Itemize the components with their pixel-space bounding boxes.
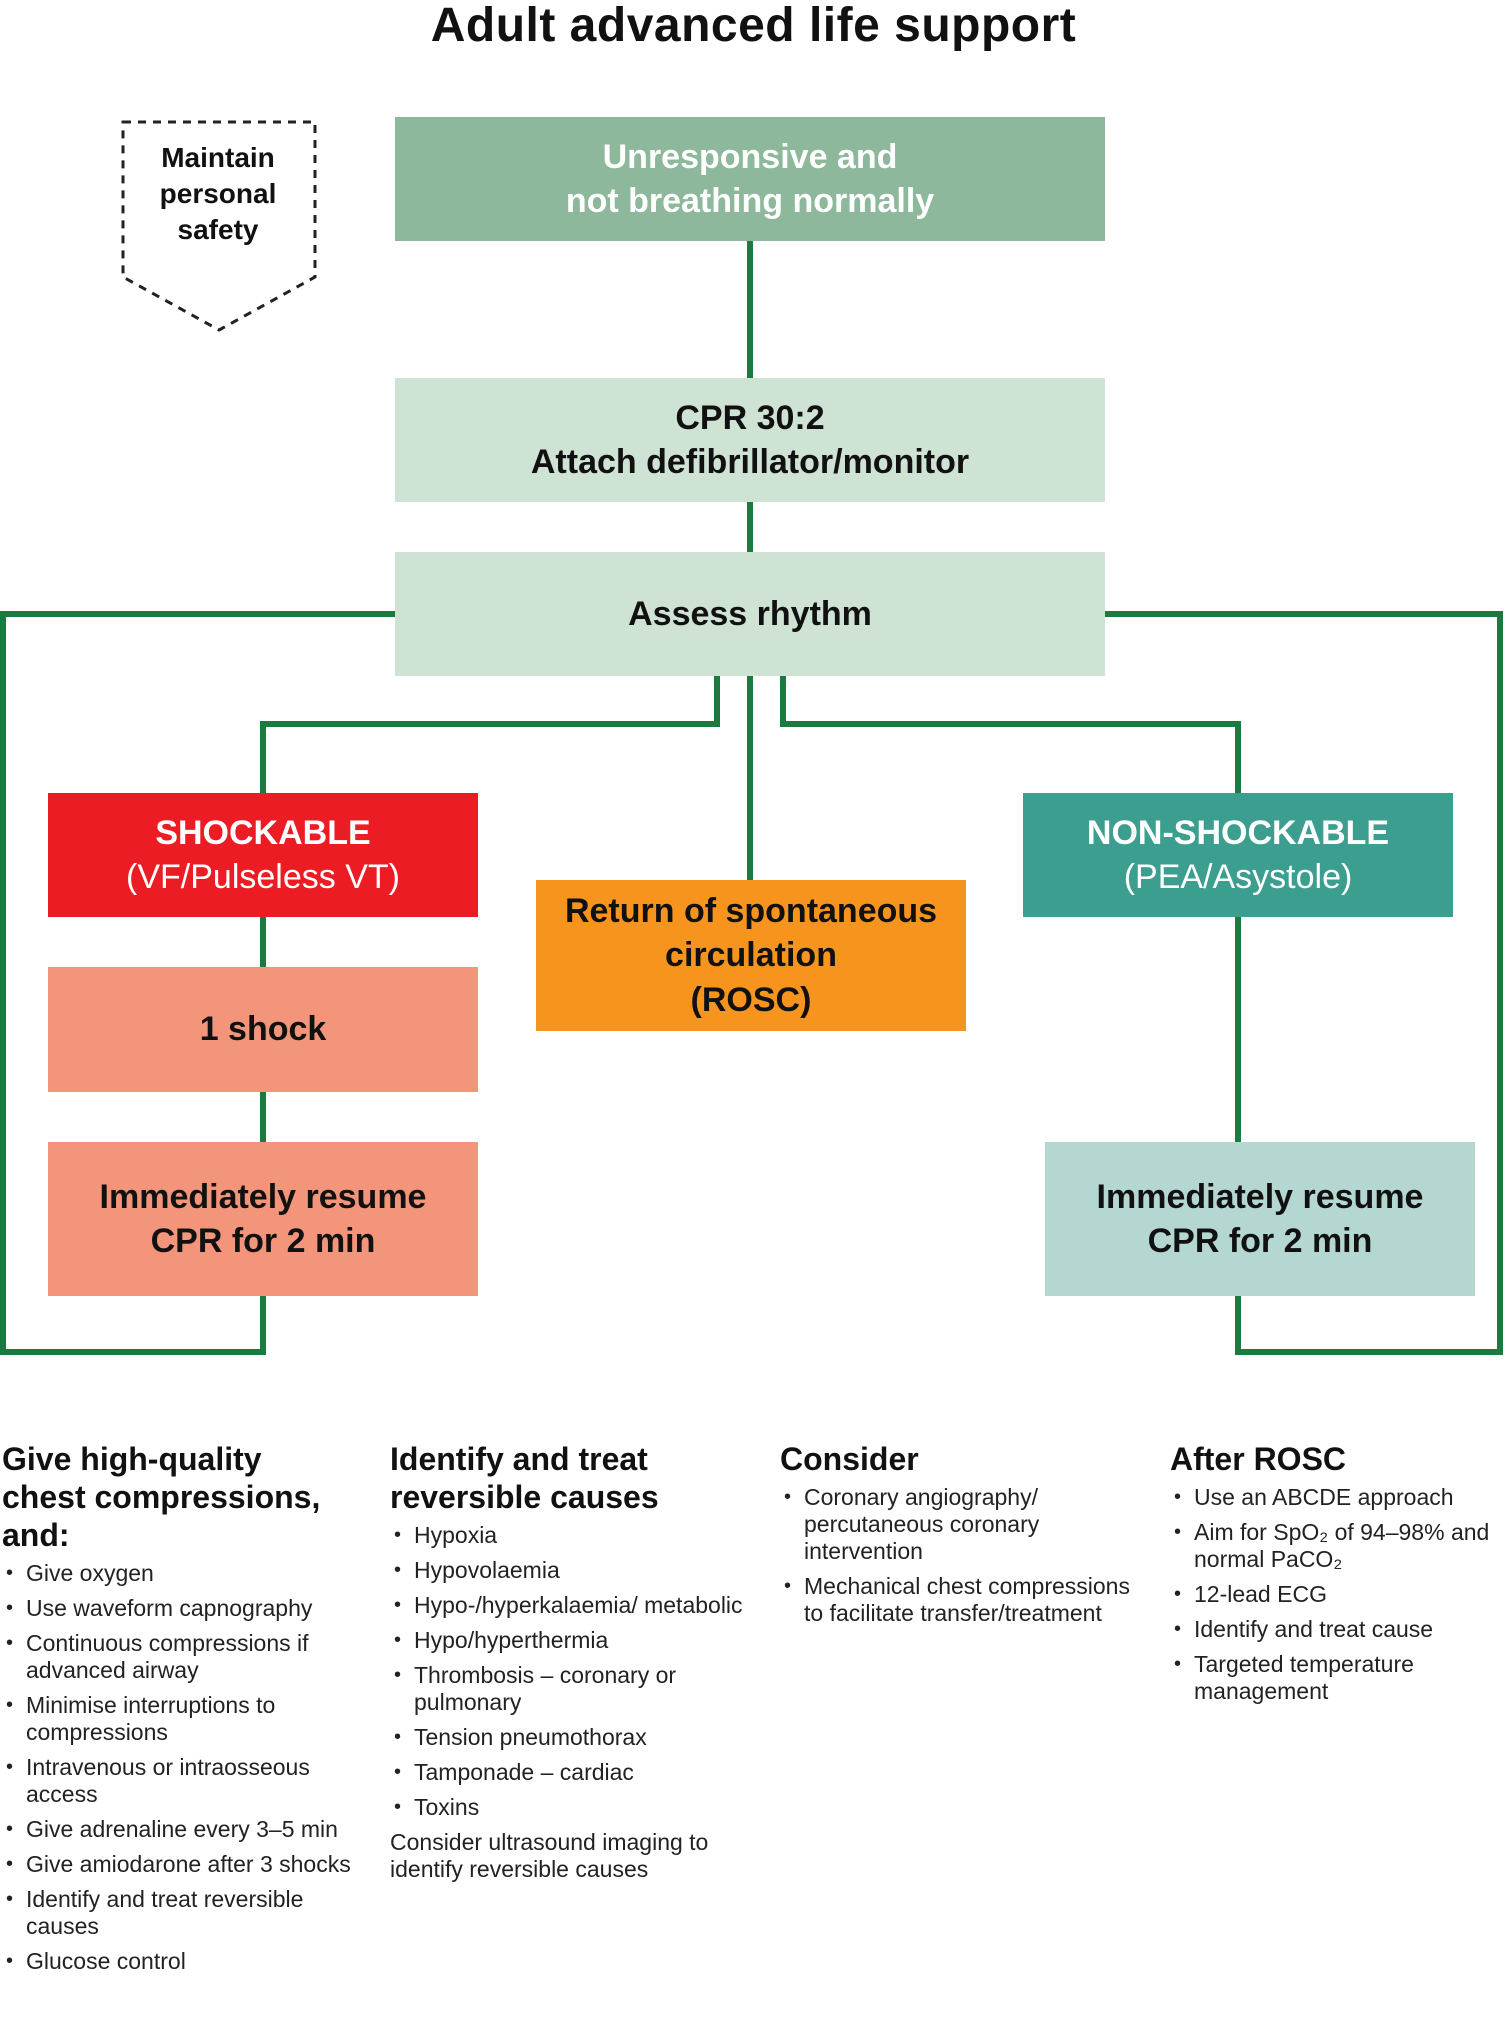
after-rosc-column: After ROSC Use an ABCDE approach Aim for… xyxy=(1170,1440,1507,1713)
rosc-box: Return of spontaneous circulation (ROSC) xyxy=(536,880,966,1031)
maintain-safety-label: Maintain personal safety xyxy=(122,140,314,248)
connector-assess-shockable xyxy=(260,676,720,793)
resume-left-line-2: CPR for 2 min xyxy=(150,1222,376,1260)
list-item: Give adrenaline every 3–5 min xyxy=(2,1816,362,1843)
safety-shape xyxy=(121,120,317,332)
consider-column: Consider Coronary angiography/ percutane… xyxy=(780,1440,1130,1635)
compressions-heading-line-1: Give high-quality xyxy=(2,1441,262,1477)
reversible-causes-column: Identify and treat reversible causes Hyp… xyxy=(390,1440,750,1883)
list-item: Use waveform capnography xyxy=(2,1595,362,1622)
list-item: Intravenous or intraosseous access xyxy=(2,1754,362,1808)
cpr-line-1: CPR 30:2 xyxy=(675,398,825,437)
list-item: Aim for SpO₂ of 94–98% and normal PaCO₂ xyxy=(1170,1519,1507,1573)
compressions-heading-line-3: and: xyxy=(2,1517,70,1553)
consider-heading: Consider xyxy=(780,1441,919,1477)
shockable-box: SHOCKABLE (VF/Pulseless VT) xyxy=(48,793,478,917)
list-item: Identify and treat cause xyxy=(1170,1616,1507,1643)
reversible-causes-heading: Identify and treat reversible causes xyxy=(390,1440,750,1516)
shockable-subtitle: (VF/Pulseless VT) xyxy=(126,858,400,896)
list-item: Identify and treat reversible causes xyxy=(2,1886,362,1940)
list-item: Targeted temperature management xyxy=(1170,1651,1507,1705)
reversible-heading-line-1: Identify and treat xyxy=(390,1441,648,1477)
list-item: Give oxygen xyxy=(2,1560,362,1587)
assess-rhythm-box: Assess rhythm xyxy=(395,552,1105,676)
unresponsive-line-2: not breathing normally xyxy=(565,182,935,220)
list-item: Give amiodarone after 3 shocks xyxy=(2,1851,362,1878)
after-rosc-list: Use an ABCDE approach Aim for SpO₂ of 94… xyxy=(1170,1484,1507,1705)
list-item: Continuous compressions if advanced airw… xyxy=(2,1630,362,1684)
compressions-column: Give high-quality chest compressions, an… xyxy=(2,1440,362,1983)
diagram-title: Adult advanced life support xyxy=(430,0,1077,52)
list-item: 12-lead ECG xyxy=(1170,1581,1507,1608)
after-rosc-heading: After ROSC xyxy=(1170,1441,1347,1477)
ultrasound-note: Consider ultrasound imaging to identify … xyxy=(390,1829,709,1882)
list-item: Hypo-/hyperkalaemia/ metabolic xyxy=(390,1592,750,1619)
list-item: Minimise interruptions to compressions xyxy=(2,1692,362,1746)
compressions-heading-line-2: chest compressions, xyxy=(2,1479,321,1515)
non-shockable-subtitle: (PEA/Asystole) xyxy=(1123,858,1353,896)
list-item: Hypoxia xyxy=(390,1522,750,1549)
list-item: Tamponade – cardiac xyxy=(390,1759,750,1786)
resume-cpr-right-box: Immediately resume CPR for 2 min xyxy=(1045,1142,1475,1296)
consider-list: Coronary angiography/ percutaneous coron… xyxy=(780,1484,1130,1627)
compressions-list: Give oxygen Use waveform capnography Con… xyxy=(2,1560,362,1975)
rosc-line-1: Return of spontaneous xyxy=(564,892,938,931)
list-item: Hypo/hyperthermia xyxy=(390,1627,750,1654)
non-shockable-title: NON-SHOCKABLE xyxy=(1086,813,1390,852)
connector-assess-nonshockable xyxy=(780,676,1241,793)
list-item: Toxins xyxy=(390,1794,750,1821)
list-item: Mechanical chest compressions to facilit… xyxy=(780,1573,1130,1627)
cpr-line-2: Attach defibrillator/monitor xyxy=(530,443,970,481)
safety-line-1: Maintain xyxy=(161,142,275,173)
safety-line-2: personal xyxy=(159,178,277,209)
one-shock-box: 1 shock xyxy=(48,967,478,1092)
connector-left-loop xyxy=(0,611,395,1355)
connector-right-loop xyxy=(1105,611,1503,1355)
non-shockable-box: NON-SHOCKABLE (PEA/Asystole) xyxy=(1023,793,1453,917)
assess-rhythm-label: Assess rhythm xyxy=(628,594,872,633)
list-item: Hypovolaemia xyxy=(390,1557,750,1584)
list-item: Coronary angiography/ percutaneous coron… xyxy=(780,1484,1130,1565)
unresponsive-box: Unresponsive and not breathing normally xyxy=(395,117,1105,241)
shockable-title: SHOCKABLE xyxy=(155,813,371,852)
list-item: Glucose control xyxy=(2,1948,362,1975)
list-item: Thrombosis – coronary or pulmonary xyxy=(390,1662,750,1716)
resume-right-line-1: Immediately resume xyxy=(1096,1177,1424,1216)
resume-cpr-left-box: Immediately resume CPR for 2 min xyxy=(48,1142,478,1296)
reversible-heading-line-2: reversible causes xyxy=(390,1479,659,1515)
cpr-box: CPR 30:2 Attach defibrillator/monitor xyxy=(395,378,1105,502)
rosc-line-3: (ROSC) xyxy=(690,980,812,1019)
resume-left-line-1: Immediately resume xyxy=(99,1177,427,1216)
unresponsive-line-1: Unresponsive and xyxy=(602,137,898,176)
one-shock-label: 1 shock xyxy=(199,1010,327,1049)
reversible-causes-list: Hypoxia Hypovolaemia Hypo-/hyperkalaemia… xyxy=(390,1522,750,1821)
compressions-heading: Give high-quality chest compressions, an… xyxy=(2,1440,362,1554)
safety-line-3: safety xyxy=(177,214,259,245)
list-item: Tension pneumothorax xyxy=(390,1724,750,1751)
rosc-line-2: circulation xyxy=(665,936,837,975)
list-item: Use an ABCDE approach xyxy=(1170,1484,1507,1511)
resume-right-line-2: CPR for 2 min xyxy=(1147,1222,1373,1260)
